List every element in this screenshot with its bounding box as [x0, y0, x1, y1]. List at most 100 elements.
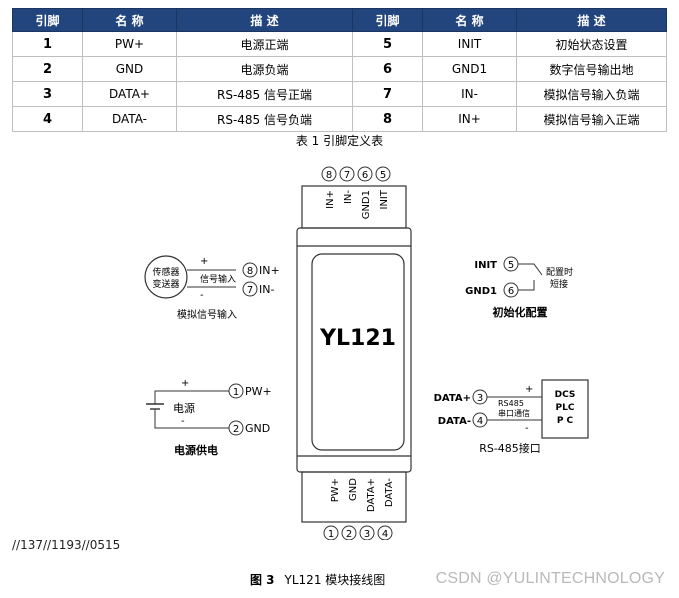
terminal-number: 6 [362, 170, 368, 181]
power-minus: - [181, 416, 185, 427]
watermark: CSDN @YULINTECHNOLOGY [435, 570, 665, 587]
pin-description: 模拟信号输入负端 [516, 81, 667, 107]
header-name: 名 称 [422, 8, 517, 32]
terminal-2-icon [341, 525, 357, 540]
pin-description: 电源负端 [176, 56, 353, 82]
terminal-number: 2 [233, 424, 239, 435]
pin-label: PW+ [330, 478, 341, 502]
in-minus-label: IN- [259, 283, 274, 296]
table-row: 1 PW+ 电源正端 5 INIT 初始状态设置 [12, 31, 667, 57]
rs485-section: 3 4 DATA+ DATA- + - RS485 串口通信 DCS PLC P… [434, 379, 589, 455]
config-note-line2: 短接 [550, 278, 568, 290]
power-supply-caption: 电源供电 [174, 443, 218, 457]
terminal-number: 4 [382, 529, 388, 540]
pin-label: IN- [343, 190, 354, 204]
terminal-7-icon [242, 281, 258, 297]
bottom-terminal-block: 1 2 3 4 [323, 525, 393, 540]
module-body [296, 185, 412, 523]
top-pin-labels: IN+ IN- GND1 INIT [325, 189, 390, 219]
serial-comm-label: 串口通信 [498, 408, 530, 418]
pin-label: DATA+ [366, 478, 377, 512]
pin-number: 5 [352, 31, 423, 57]
pw-plus-label: PW+ [245, 385, 272, 398]
sensor-section: 传感器 变送器 + - 信号输入 8 7 IN+ IN- 模拟信号输入 [144, 255, 280, 321]
terminal-7-icon [339, 166, 355, 182]
terminal-number: 5 [380, 170, 386, 181]
terminal-2-icon [228, 420, 244, 436]
sensor-plus: + [200, 256, 208, 267]
terminal-number: 1 [233, 387, 239, 398]
power-plus: + [181, 378, 189, 389]
data-minus-label: DATA- [438, 416, 471, 427]
table-row: 4 DATA- RS-485 信号负端 8 IN+ 模拟信号输入正端 [12, 106, 667, 132]
pin-number: 8 [352, 106, 423, 132]
terminal-4-icon [377, 525, 393, 540]
header-pin: 引脚 [12, 8, 83, 32]
pin-label: GND [348, 478, 359, 501]
pin-description: 初始状态设置 [516, 31, 667, 57]
terminal-5-icon [375, 166, 391, 182]
terminal-8-icon [321, 166, 337, 182]
header-description: 描 述 [516, 8, 667, 32]
terminal-number: 1 [328, 529, 334, 540]
pin-label: DATA- [384, 478, 395, 508]
terminal-6-icon [357, 166, 373, 182]
terminal-number: 6 [508, 286, 514, 297]
pin-number: 6 [352, 56, 423, 82]
table-row: 2 GND 电源负端 6 GND1 数字信号输出地 [12, 56, 667, 82]
power-source-label: 电源 [173, 401, 195, 415]
terminal-number: 8 [326, 170, 332, 181]
bottom-pin-labels: PW+ GND DATA+ DATA- [330, 478, 395, 513]
config-note-line1: 配置时 [546, 266, 573, 278]
terminal-number: 5 [508, 260, 514, 271]
figure-title: YL121 模块接线图 [284, 573, 386, 587]
power-section [146, 383, 244, 436]
gnd1-label: GND1 [465, 286, 497, 297]
device-plc: PLC [556, 403, 575, 413]
in-plus-label: IN+ [259, 264, 280, 277]
terminal-number: 2 [346, 529, 352, 540]
device-pc: P C [557, 416, 574, 426]
sensor-label-line2: 变送器 [152, 278, 179, 290]
pin-label: INIT [379, 189, 390, 209]
pin-number: 7 [352, 81, 423, 107]
table-row: 3 DATA+ RS-485 信号正端 7 IN- 模拟信号输入负端 [12, 81, 667, 107]
init-label: INIT [474, 260, 497, 271]
header-name: 名 称 [82, 8, 177, 32]
terminal-number: 7 [344, 170, 350, 181]
wiring-diagram: YL121 8 7 6 5 IN+ IN- GND1 INIT PW+ GND … [144, 166, 589, 540]
terminal-number: 3 [364, 529, 370, 540]
rs485-minus: - [525, 423, 529, 434]
pin-description: 模拟信号输入正端 [516, 106, 667, 132]
pin-label: IN+ [325, 190, 336, 209]
pin-name: GND1 [422, 56, 517, 82]
device-dcs: DCS [555, 390, 576, 400]
pin-name: IN- [422, 81, 517, 107]
pin-name: GND [82, 56, 177, 82]
pin-label: GND1 [361, 190, 372, 219]
signal-input-label: 信号输入 [200, 273, 236, 285]
terminal-1-icon [228, 383, 244, 399]
pin-description: RS-485 信号正端 [176, 81, 353, 107]
init-section: 5 6 INIT GND1 配置时 短接 初始化配置 [465, 256, 573, 319]
gnd-label: GND [245, 422, 270, 435]
table-caption: 表 1 引脚定义表 [295, 134, 384, 148]
terminal-number: 3 [477, 393, 483, 404]
rs485-interface-caption: RS-485接口 [479, 442, 541, 455]
sensor-minus: - [200, 290, 204, 301]
pin-number: 2 [12, 56, 83, 82]
pin-definition-table: 引脚 名 称 描 述 引脚 名 称 描 述 1 PW+ 电源正端 5 INIT … [12, 8, 667, 132]
header-pin: 引脚 [352, 8, 423, 32]
pin-number: 3 [12, 81, 83, 107]
pin-name: DATA+ [82, 81, 177, 107]
module-name: YL121 [319, 326, 396, 351]
terminal-1-icon [323, 525, 339, 540]
pin-description: 数字信号输出地 [516, 56, 667, 82]
pin-number: 4 [12, 106, 83, 132]
pin-number: 1 [12, 31, 83, 57]
terminal-number: 7 [247, 285, 253, 296]
pin-name: PW+ [82, 31, 177, 57]
analog-input-caption: 模拟信号输入 [177, 308, 237, 321]
sensor-label-line1: 传感器 [152, 266, 179, 278]
